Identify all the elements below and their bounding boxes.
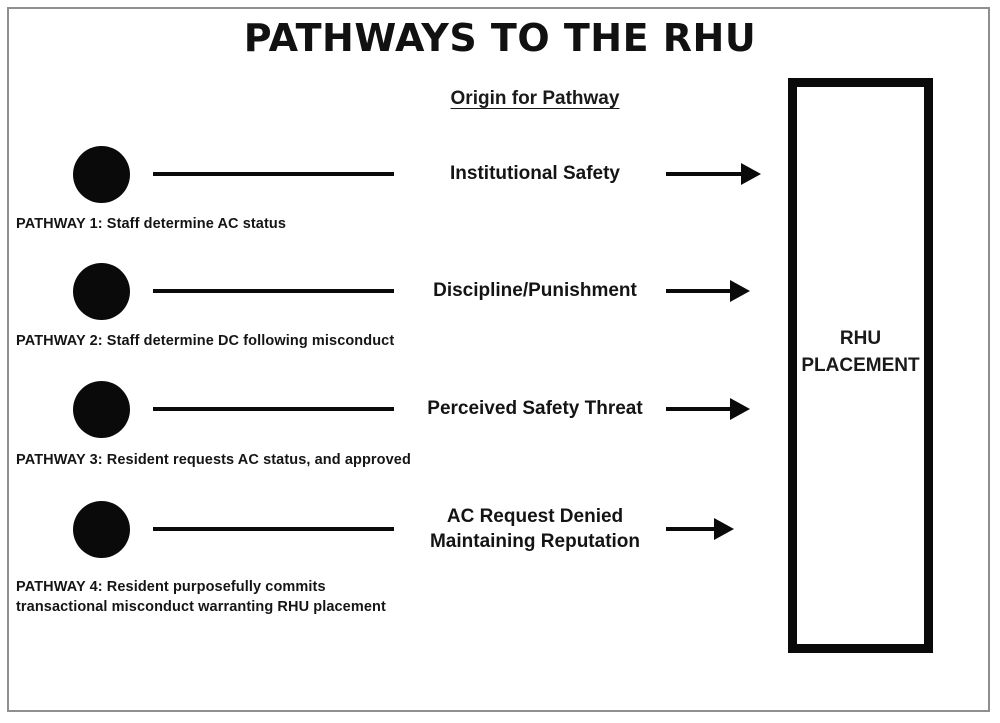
pathway-4-node-icon bbox=[73, 501, 130, 558]
pathway-1-connector-line bbox=[153, 172, 394, 176]
pathway-1-description-line1: PATHWAY 1: Staff determine AC status bbox=[16, 216, 287, 232]
pathway-2-node-icon bbox=[73, 263, 130, 320]
page-title: PATHWAYS TO THE RHU bbox=[243, 16, 757, 60]
pathway-4-origin-line2: Maintaining Reputation bbox=[429, 531, 641, 552]
rhu-placement-box: RHU PLACEMENT bbox=[788, 78, 933, 653]
pathway-2-description-line1: PATHWAY 2: Staff determine DC following … bbox=[16, 333, 395, 349]
rhu-placement-line1: RHU bbox=[839, 328, 882, 349]
pathway-4-description-line2: transactional misconduct warranting RHU … bbox=[16, 599, 386, 615]
pathway-3-description: PATHWAY 3: Resident requests AC status, … bbox=[16, 450, 446, 470]
pathway-2-description: PATHWAY 2: Staff determine DC following … bbox=[16, 331, 446, 351]
pathway-1-node-icon bbox=[73, 146, 130, 203]
pathway-2-connector-line bbox=[153, 289, 394, 293]
pathway-2-origin-label: Discipline/Punishment bbox=[433, 280, 637, 301]
pathway-4-connector-line bbox=[153, 527, 394, 531]
pathway-3-origin-label: Perceived Safety Threat bbox=[427, 398, 643, 419]
pathway-3-node-icon bbox=[73, 381, 130, 438]
pathway-1-description: PATHWAY 1: Staff determine AC status bbox=[16, 214, 446, 234]
origin-column-heading: Origin for Pathway bbox=[450, 88, 620, 109]
pathway-3-description-line1: PATHWAY 3: Resident requests AC status, … bbox=[16, 452, 411, 468]
rhu-placement-label: RHU PLACEMENT bbox=[797, 325, 924, 379]
pathway-4-description: PATHWAY 4: Resident purposefully commits… bbox=[16, 577, 446, 617]
pathway-4-origin-line1: AC Request Denied bbox=[446, 506, 624, 527]
pathway-1-origin-label: Institutional Safety bbox=[450, 163, 620, 184]
slide-border bbox=[7, 7, 990, 712]
pathway-3-connector-line bbox=[153, 407, 394, 411]
rhu-placement-line2: PLACEMENT bbox=[801, 355, 920, 376]
pathway-4-description-line1: PATHWAY 4: Resident purposefully commits bbox=[16, 579, 326, 595]
pathway-4-origin-label: AC Request Denied Maintaining Reputation bbox=[390, 504, 680, 554]
